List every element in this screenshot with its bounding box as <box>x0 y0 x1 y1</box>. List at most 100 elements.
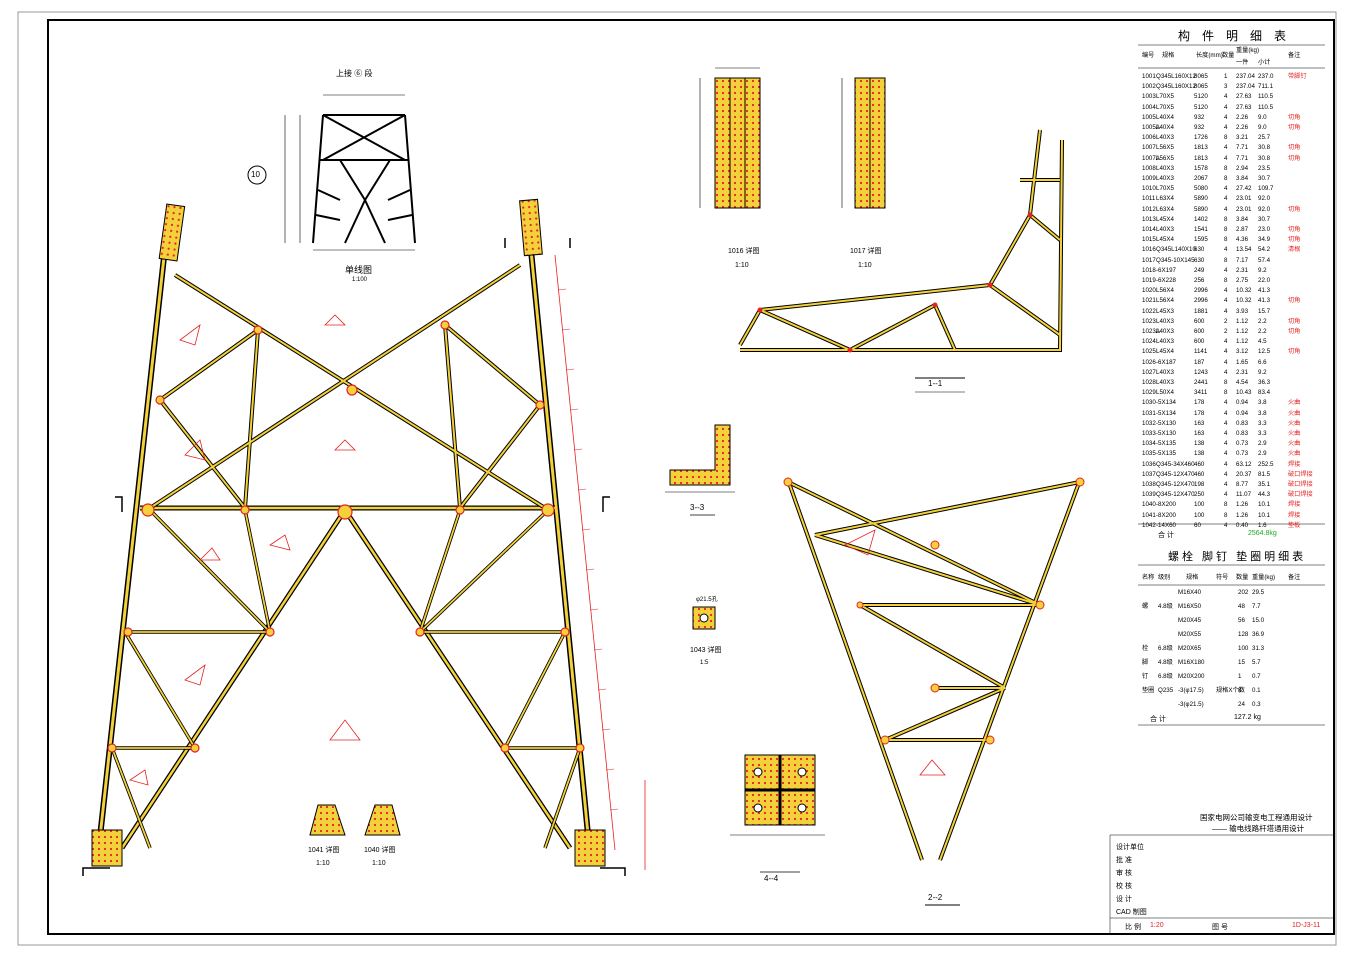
table-cell: L56X4 <box>1156 297 1174 305</box>
table-cell: 3.21 <box>1236 134 1249 142</box>
table-cell: 8 <box>1224 236 1228 244</box>
table-cell: 178 <box>1194 399 1205 407</box>
table-cell: 54.2 <box>1258 246 1271 254</box>
table-cell: 10.43 <box>1236 389 1252 397</box>
table-cell: 8 <box>1224 379 1228 386</box>
table-cell: Q345L160X12 <box>1156 73 1196 80</box>
table-cell: -5X134 <box>1156 409 1176 417</box>
table-cell: 1020 <box>1142 287 1156 295</box>
members-total-label: 合 计 <box>1158 532 1174 539</box>
table-cell: 3.84 <box>1236 175 1249 182</box>
table-cell: 1813 <box>1194 154 1208 162</box>
table-cell: 0.73 <box>1236 440 1249 448</box>
table-cell: 4 <box>1224 409 1228 417</box>
table-cell: 9.2 <box>1258 266 1267 274</box>
bolts-header-grade: 级别 <box>1158 574 1171 581</box>
table-cell: 4.8级 <box>1158 603 1173 610</box>
table-cell: 12.5 <box>1258 348 1271 356</box>
table-cell: 3.93 <box>1236 307 1249 315</box>
detail-1040-caption: 1040 详图 <box>364 847 396 854</box>
table-cell: M16X180 <box>1178 659 1205 666</box>
table-cell: Q345-12X470 <box>1156 470 1195 478</box>
table-cell: 92.0 <box>1258 205 1271 213</box>
table-cell: 4 <box>1224 399 1228 407</box>
table-cell: 4 <box>1224 307 1228 315</box>
table-cell: 0.73 <box>1236 450 1249 458</box>
table-cell: -6X228 <box>1156 277 1176 284</box>
table-cell: -5X130 <box>1156 419 1176 427</box>
table-cell: L40X3 <box>1156 175 1174 182</box>
members-total-value: 2564.8kg <box>1248 530 1277 537</box>
table-cell: 8 <box>1224 389 1228 397</box>
table-cell: 焊接 <box>1288 460 1301 468</box>
table-cell: 2.26 <box>1236 113 1249 121</box>
sheet-outer-border <box>17 11 1337 946</box>
table-cell: 4 <box>1224 470 1228 478</box>
table-cell: 3.8 <box>1258 409 1267 417</box>
table-cell: 13.54 <box>1236 246 1252 254</box>
table-cell: 11.07 <box>1236 491 1252 499</box>
table-cell: M20X55 <box>1178 631 1202 638</box>
table-cell: 56 <box>1238 617 1245 624</box>
bolts-table-title: 螺栓 脚钉 垫圈明细表 <box>1168 551 1307 563</box>
table-cell: 4 <box>1224 103 1228 111</box>
detail-1043 <box>692 606 716 630</box>
table-cell: 2.87 <box>1236 226 1249 233</box>
table-cell: L45X4 <box>1156 215 1174 223</box>
table-cell: Q345-34X460 <box>1156 460 1195 468</box>
table-cell: 23.5 <box>1258 164 1271 172</box>
table-cell: 4 <box>1224 287 1228 295</box>
table-cell: 4 <box>1224 348 1228 356</box>
table-cell: 9.2 <box>1258 368 1267 376</box>
table-cell: 10.32 <box>1236 287 1252 295</box>
table-cell: 1026 <box>1142 358 1156 366</box>
table-cell: 138 <box>1194 450 1205 458</box>
table-cell: 5120 <box>1194 93 1208 101</box>
table-cell: 1726 <box>1194 134 1208 142</box>
bolts-table: 螺栓 脚钉 垫圈明细表 名称 级别 规格 符号 数量 重量(kg) 备注 M16… <box>1138 548 1325 748</box>
table-cell: 1027 <box>1142 368 1156 376</box>
table-cell: 垫板 <box>1288 521 1301 529</box>
table-cell: 切角 <box>1288 124 1301 131</box>
table-cell: 1007A <box>1142 154 1160 162</box>
members-header-qty: 数量 <box>1222 52 1235 59</box>
table-cell: 2.94 <box>1236 164 1249 172</box>
table-cell: 4 <box>1224 521 1228 529</box>
detail-1016-scale: 1:10 <box>735 262 749 269</box>
table-cell: L70X5 <box>1156 93 1174 101</box>
table-cell: L70X5 <box>1156 103 1174 111</box>
table-cell: 切角 <box>1288 205 1301 213</box>
table-cell: 92.0 <box>1258 195 1271 203</box>
table-cell: 1032 <box>1142 419 1156 427</box>
table-cell: 23.01 <box>1236 195 1252 203</box>
detail-1017 <box>841 77 886 209</box>
table-cell: 1.12 <box>1236 317 1249 325</box>
table-cell: 2.2 <box>1258 328 1267 335</box>
detail-1017-scale: 1:10 <box>858 262 872 269</box>
table-cell: 脚 <box>1142 659 1149 666</box>
table-cell: 1013 <box>1142 215 1156 223</box>
table-cell: 44.3 <box>1258 491 1271 499</box>
table-cell: L56X5 <box>1156 154 1174 162</box>
table-cell: 9.0 <box>1258 124 1267 131</box>
table-cell: -6X187 <box>1156 358 1176 366</box>
table-cell: 4 <box>1224 154 1228 162</box>
table-cell: 1030 <box>1142 399 1156 407</box>
single-line-diagram <box>247 94 416 251</box>
